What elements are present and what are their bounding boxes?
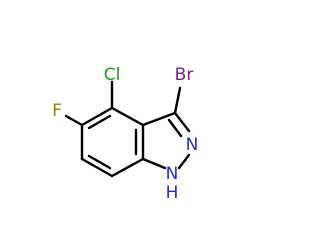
bond-c6-c7-inner xyxy=(87,154,112,170)
bond-c7-c7a xyxy=(110,157,145,178)
bond-c4-c5-inner xyxy=(87,114,112,130)
bond-c3a-c4 xyxy=(110,106,145,127)
bond-c5-f xyxy=(64,114,84,127)
bond-n1-c7a xyxy=(141,157,167,170)
bond-n2-n1 xyxy=(177,153,191,170)
nitrogen-1-label: N xyxy=(166,164,179,184)
fluorine-label: F xyxy=(52,101,62,121)
bond-c3-n2 xyxy=(173,111,191,133)
bond-c3-n2-inner xyxy=(167,118,183,138)
bromine-label: Br xyxy=(175,65,194,85)
bond-c4-c5 xyxy=(80,106,114,127)
bonds xyxy=(64,80,191,178)
bond-c3a-c3 xyxy=(141,111,177,127)
chlorine-label: Cl xyxy=(104,65,121,85)
molecule-structure: Cl F Br N N H xyxy=(52,65,199,203)
structure-canvas: Cl F Br N N H xyxy=(52,65,199,203)
hydrogen-label: H xyxy=(166,183,179,203)
bond-c6-c7 xyxy=(80,157,114,178)
nitrogen-2-label: N xyxy=(186,135,199,155)
bond-c3-br xyxy=(173,86,182,115)
